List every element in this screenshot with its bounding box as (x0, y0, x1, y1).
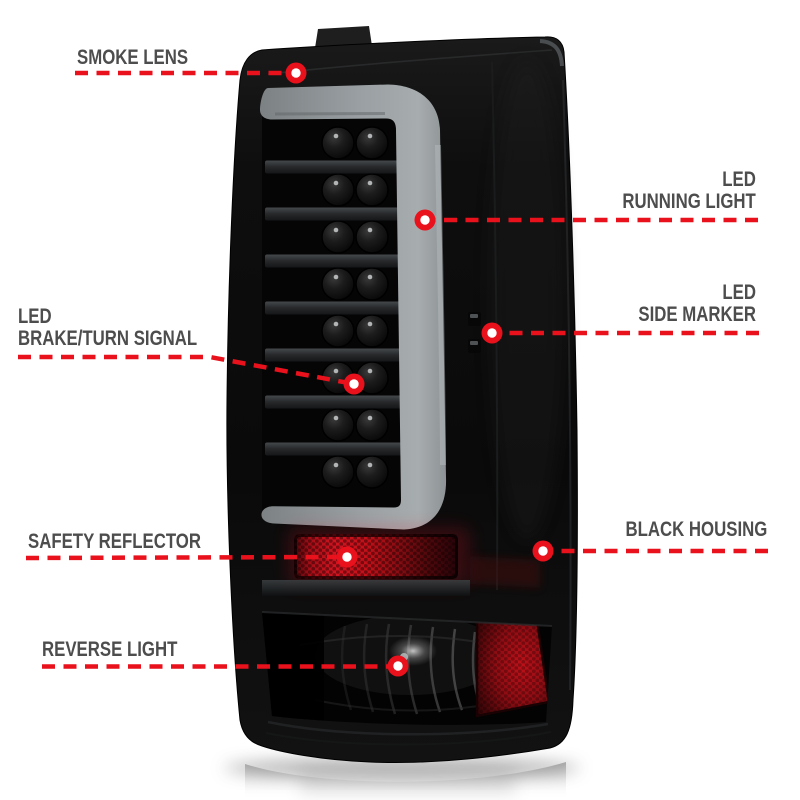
callout-line: LED (722, 168, 756, 191)
tube-highlight (435, 144, 446, 466)
callout-line: RUNNING LIGHT (622, 190, 756, 213)
reflector-shelf (262, 580, 470, 596)
callout-line: BRAKE/TURN SIGNAL (18, 327, 198, 350)
callout-line: SIDE MARKER (638, 303, 756, 326)
light-bar-tube (260, 84, 447, 530)
floor-reflection (224, 758, 580, 800)
reverse-light-lens (262, 612, 526, 723)
callout-dot (481, 322, 503, 344)
callout-dot (532, 540, 554, 562)
callout-label-smoke-lens: SMOKE LENS (77, 47, 188, 69)
callout-line: LED (18, 305, 52, 328)
housing-bottom-lip (265, 731, 552, 746)
callout-label-led-side-marker: LED SIDE MARKER (638, 282, 756, 326)
callout-dot (285, 62, 307, 84)
recess-bottom-lip (267, 720, 549, 736)
led-glints (333, 133, 373, 468)
callout-dot (343, 373, 365, 395)
callout-line: SAFETY REFLECTOR (28, 530, 201, 553)
recess-top-edge (261, 611, 553, 627)
callout-label-black-housing: BLACK HOUSING (625, 519, 767, 541)
safety-reflector-leader (25, 554, 343, 561)
callout-label-reverse-light: REVERSE LIGHT (42, 639, 177, 661)
callout-label-led-brake-turn-signal: LED BRAKE/TURN SIGNAL (18, 306, 197, 350)
callout-line: REVERSE LIGHT (42, 638, 178, 661)
corner-highlight (539, 39, 564, 67)
callout-line: SMOKE LENS (77, 46, 189, 69)
led-array (321, 126, 389, 489)
led-row (321, 126, 389, 489)
callout-dot (414, 209, 436, 231)
callout-dots (285, 62, 554, 677)
callout-dot (336, 546, 358, 568)
callout-label-safety-reflector: SAFETY REFLECTOR (28, 531, 201, 553)
callout-dot (387, 655, 409, 677)
led-divider-bars (265, 160, 403, 456)
side-marker-lights (468, 312, 481, 353)
top-mounting-tab (315, 26, 372, 48)
tube-shadow (274, 112, 386, 116)
callout-line: BLACK HOUSING (625, 518, 767, 541)
led-brake-turn-signal-leader (18, 354, 353, 386)
housing-sheen (489, 60, 565, 540)
safety-reflector-strip (262, 527, 540, 596)
right-edge-line (562, 79, 572, 691)
callout-label-led-running-light: LED RUNNING LIGHT (623, 169, 756, 213)
callout-line: LED (722, 281, 756, 304)
leader-lines (18, 70, 768, 669)
